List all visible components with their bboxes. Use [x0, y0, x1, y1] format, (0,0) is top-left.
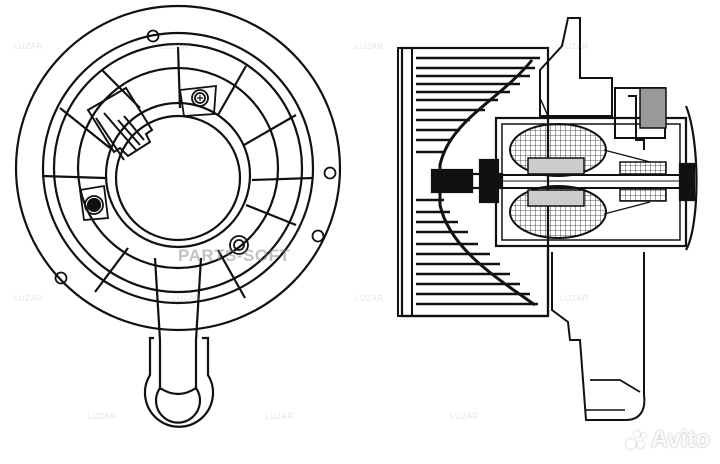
avito-logo-icon [625, 429, 648, 451]
luzar-watermark: LUZAR [560, 42, 589, 51]
luzar-watermark: LUZAR [265, 412, 294, 421]
luzar-watermark: LUZAR [88, 412, 117, 421]
luzar-watermark: LUZAR [172, 294, 201, 303]
avito-label: Avito [650, 426, 710, 453]
parts-soft-watermark: PARTS-SOFT [178, 246, 291, 265]
luzar-watermark: LUZAR [160, 42, 189, 51]
luzar-watermark: LUZAR [450, 412, 479, 421]
luzar-watermark: LUZAR [14, 294, 43, 303]
luzar-watermark: LUZAR [14, 42, 43, 51]
luzar-watermark: LUZAR [355, 42, 384, 51]
front-view [14, 4, 342, 428]
luzar-watermark: LUZAR [560, 294, 589, 303]
side-section-view [397, 17, 698, 421]
luzar-watermark: LUZAR [355, 294, 384, 303]
avito-watermark: Avito [625, 426, 710, 454]
